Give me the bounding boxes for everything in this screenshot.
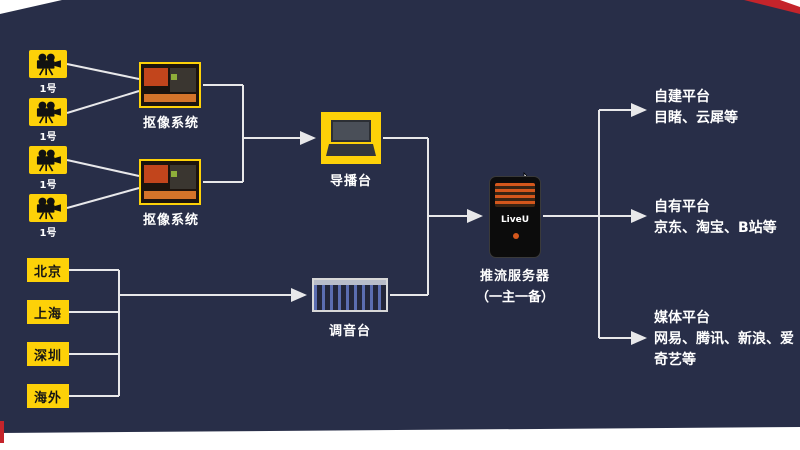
push-server-node: LiveU 推流服务器 （一主一备） xyxy=(470,176,560,305)
keying-system-label: 抠像系统 xyxy=(142,213,199,228)
platform-title: 自建平台 xyxy=(654,89,710,105)
camera-node-4: 1号 xyxy=(29,194,67,239)
film-camera-icon xyxy=(36,149,61,172)
encoder-brand-text: LiveU xyxy=(500,215,530,225)
corner-ribbon-white xyxy=(780,0,800,7)
city-node-beijing: 北京 xyxy=(27,258,69,282)
push-server-label: 推流服务器 xyxy=(479,269,550,284)
platform-owned: 自有平台 京东、淘宝、B站等 xyxy=(654,197,777,239)
audio-mixer-node: 调音台 xyxy=(312,278,388,339)
encoder-power-led xyxy=(513,233,519,239)
encoder-screen xyxy=(495,183,535,207)
camera-icon xyxy=(29,146,67,174)
platform-self-built: 自建平台 目睹、云犀等 xyxy=(654,87,738,129)
platform-desc: 京东、淘宝、B站等 xyxy=(654,220,777,236)
camera-label: 1号 xyxy=(39,84,57,95)
platform-desc: 目睹、云犀等 xyxy=(654,110,738,126)
camera-node-3: 1号 xyxy=(29,146,67,191)
encoder-device-image: LiveU xyxy=(489,176,541,258)
switcher-device-image xyxy=(321,112,381,164)
audio-mixer-label: 调音台 xyxy=(328,324,371,339)
director-console-node: 导播台 xyxy=(321,112,381,189)
camera-icon xyxy=(29,194,67,222)
keying-system-node-1: 抠像系统 xyxy=(139,62,203,131)
camera-icon xyxy=(29,98,67,126)
platform-title: 自有平台 xyxy=(654,199,710,215)
city-node-overseas: 海外 xyxy=(27,384,69,408)
camera-node-1: 1号 xyxy=(29,50,67,95)
city-node-shanghai: 上海 xyxy=(27,300,69,324)
left-edge-red-mark xyxy=(0,421,4,443)
camera-icon xyxy=(29,50,67,78)
platform-desc: 网易、腾讯、新浪、爱奇艺等 xyxy=(654,331,794,368)
keying-software-screenshot xyxy=(139,62,201,108)
film-camera-icon xyxy=(36,197,61,220)
director-console-label: 导播台 xyxy=(329,174,372,189)
platform-media: 媒体平台 网易、腾讯、新浪、爱奇艺等 xyxy=(654,308,794,371)
city-node-shenzhen: 深圳 xyxy=(27,342,69,366)
film-camera-icon xyxy=(36,53,61,76)
keying-system-node-2: 抠像系统 xyxy=(139,159,203,228)
camera-label: 1号 xyxy=(39,132,57,143)
keying-system-label: 抠像系统 xyxy=(142,116,199,131)
camera-label: 1号 xyxy=(39,228,57,239)
keying-software-screenshot xyxy=(139,159,201,205)
film-camera-icon xyxy=(36,101,61,124)
camera-label: 1号 xyxy=(39,180,57,191)
camera-node-2: 1号 xyxy=(29,98,67,143)
push-server-sublabel: （一主一备） xyxy=(475,290,554,305)
mixer-device-image xyxy=(312,278,388,312)
platform-title: 媒体平台 xyxy=(654,310,710,326)
